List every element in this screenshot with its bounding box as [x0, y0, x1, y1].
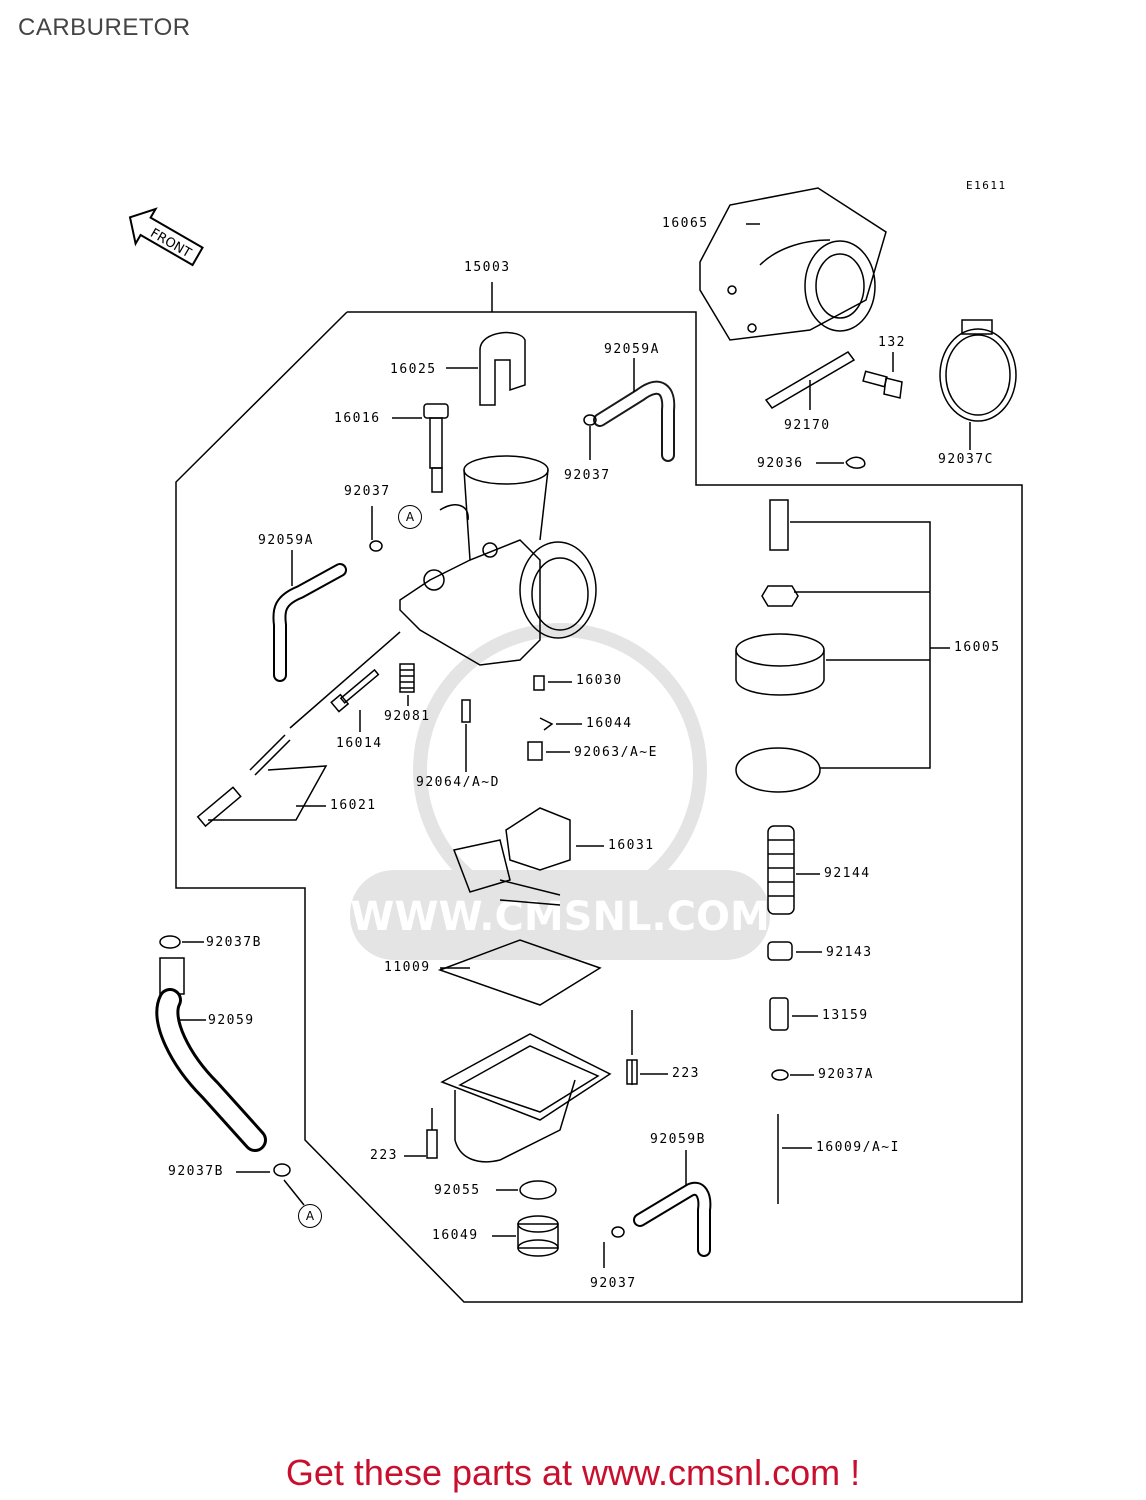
part-label-16049[interactable]: 16049 [432, 1228, 479, 1243]
clip-small-part [539, 717, 554, 731]
throttle-stop-screw-part [423, 403, 449, 493]
diagram-code: E1611 [966, 179, 1007, 192]
part-label-92059b[interactable]: 92059B [650, 1132, 706, 1147]
part-label-16014[interactable]: 16014 [336, 736, 383, 751]
part-label-16016[interactable]: 16016 [334, 411, 381, 426]
screw-part-left [426, 1129, 438, 1159]
o-ring-part [519, 1180, 557, 1200]
cmsnl-watermark-logo: WWW.CMSNL.COM [350, 623, 770, 960]
throttle-spring-part [767, 825, 795, 915]
part-label-13159[interactable]: 13159 [822, 1008, 869, 1023]
part-label-92037b-bottom[interactable]: 92037B [168, 1164, 224, 1179]
part-label-16009[interactable]: 16009/A~I [816, 1140, 900, 1155]
part-label-16044[interactable]: 16044 [586, 716, 633, 731]
carburetor-body-part [399, 455, 597, 666]
part-label-92064[interactable]: 92064/A~D [416, 775, 500, 790]
part-label-92055[interactable]: 92055 [434, 1183, 481, 1198]
float-part [452, 807, 571, 906]
spring-small-part [399, 663, 415, 706]
float-bowl-gasket-part [437, 939, 602, 1006]
page-title: CARBURETOR [18, 14, 191, 41]
air-screw-part [330, 668, 380, 713]
part-label-92059a-top[interactable]: 92059A [604, 342, 660, 357]
svg-text:WWW.CMSNL.COM: WWW.CMSNL.COM [350, 894, 770, 940]
part-label-11009[interactable]: 11009 [384, 960, 431, 975]
part-label-16031[interactable]: 16031 [608, 838, 655, 853]
float-chamber-part [440, 1033, 612, 1163]
main-jet-part [527, 741, 543, 761]
part-label-223-right[interactable]: 223 [672, 1066, 700, 1081]
part-label-16025[interactable]: 16025 [390, 362, 437, 377]
part-label-92037b-top[interactable]: 92037B [206, 935, 262, 950]
intake-holder-part [699, 187, 887, 341]
retainer-part [767, 941, 793, 961]
part-label-92081[interactable]: 92081 [384, 709, 431, 724]
part-label-92170[interactable]: 92170 [784, 418, 831, 433]
small-clamp-part [369, 540, 383, 552]
throttle-valve-part [769, 997, 789, 1031]
callout-a-top: A [398, 505, 422, 529]
callout-a-bottom: A [298, 1204, 322, 1228]
clip-ring-part [771, 1069, 789, 1081]
clamp-part [939, 319, 1017, 450]
part-label-92037-mid[interactable]: 92037 [344, 484, 391, 499]
assembly-boundary [175, 311, 1023, 1303]
plate-part [764, 351, 856, 409]
footer-link[interactable]: Get these parts at www.cmsnl.com ! [285, 1452, 861, 1493]
part-label-132[interactable]: 132 [878, 335, 906, 350]
top-cap-assembly [735, 499, 950, 793]
part-label-92059a-left[interactable]: 92059A [258, 533, 314, 548]
part-label-92037a[interactable]: 92037A [818, 1067, 874, 1082]
screw-part [626, 1059, 638, 1085]
part-label-92037-top[interactable]: 92037 [564, 468, 611, 483]
part-label-92144[interactable]: 92144 [824, 866, 871, 881]
part-label-16021[interactable]: 16021 [330, 798, 377, 813]
part-label-92063[interactable]: 92063/A~E [574, 745, 658, 760]
part-label-92059[interactable]: 92059 [208, 1013, 255, 1028]
part-label-92143[interactable]: 92143 [826, 945, 873, 960]
drain-plug-part [517, 1215, 559, 1257]
spring-screw-part [196, 734, 328, 828]
bolt-part [862, 352, 903, 399]
needle-jet-part [461, 699, 471, 723]
part-label-16030[interactable]: 16030 [576, 673, 623, 688]
cap-part [479, 331, 526, 406]
pilot-jet-part [533, 675, 545, 691]
part-label-92037c[interactable]: 92037C [938, 452, 994, 467]
part-label-16005[interactable]: 16005 [954, 640, 1001, 655]
front-arrow-icon: FRONT [128, 207, 204, 267]
part-label-16065[interactable]: 16065 [662, 216, 709, 231]
clip-part [845, 456, 866, 469]
part-label-223-left[interactable]: 223 [370, 1148, 398, 1163]
part-label-15003[interactable]: 15003 [464, 260, 511, 275]
part-label-92037-bottom[interactable]: 92037 [590, 1276, 637, 1291]
part-label-92036[interactable]: 92036 [757, 456, 804, 471]
